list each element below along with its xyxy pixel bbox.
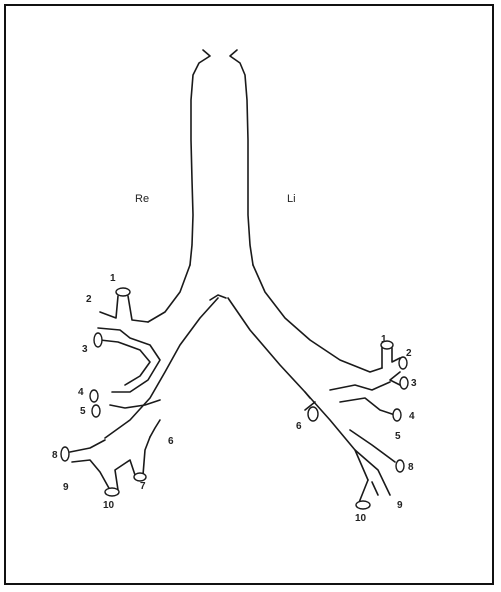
left-segment-10-label: 10 bbox=[355, 513, 367, 524]
right-segment-10-label: 10 bbox=[103, 500, 115, 511]
right-stubs bbox=[61, 288, 146, 496]
left-segment-6-label: 6 bbox=[296, 421, 302, 432]
right-upper-lobe-branches bbox=[98, 296, 160, 437]
left-segment-8-label: 8 bbox=[408, 462, 414, 473]
right-segment-8-label: 8 bbox=[52, 450, 58, 461]
right-segment-6-label: 6 bbox=[168, 436, 174, 447]
left-lower-lobe-branches bbox=[305, 392, 395, 505]
right-segment-2-label: 2 bbox=[86, 294, 92, 305]
left-segment-3-label: 3 bbox=[411, 378, 417, 389]
left-side-label: Li bbox=[287, 193, 296, 205]
left-stubs bbox=[308, 341, 408, 509]
right-lower-lobe-branches bbox=[70, 437, 150, 490]
left-segment-2-label: 2 bbox=[406, 348, 412, 359]
right-segment-7-label: 7 bbox=[140, 481, 146, 492]
left-upper-lobe-branches bbox=[330, 348, 400, 415]
left-segment-4-label: 4 bbox=[409, 411, 415, 422]
left-segment-9-label: 9 bbox=[397, 500, 403, 511]
right-segment-5-label: 5 bbox=[80, 406, 86, 417]
trachea bbox=[190, 50, 253, 265]
left-main-bronchus bbox=[228, 265, 382, 480]
right-side-label: Re bbox=[135, 193, 149, 205]
left-segment-5-label: 5 bbox=[395, 431, 401, 442]
left-segment-1-label: 1 bbox=[381, 334, 387, 345]
right-segment-1-label: 1 bbox=[110, 273, 116, 284]
right-segment-3-label: 3 bbox=[82, 344, 88, 355]
right-segment-9-label: 9 bbox=[63, 482, 69, 493]
right-segment-4-label: 4 bbox=[78, 387, 84, 398]
